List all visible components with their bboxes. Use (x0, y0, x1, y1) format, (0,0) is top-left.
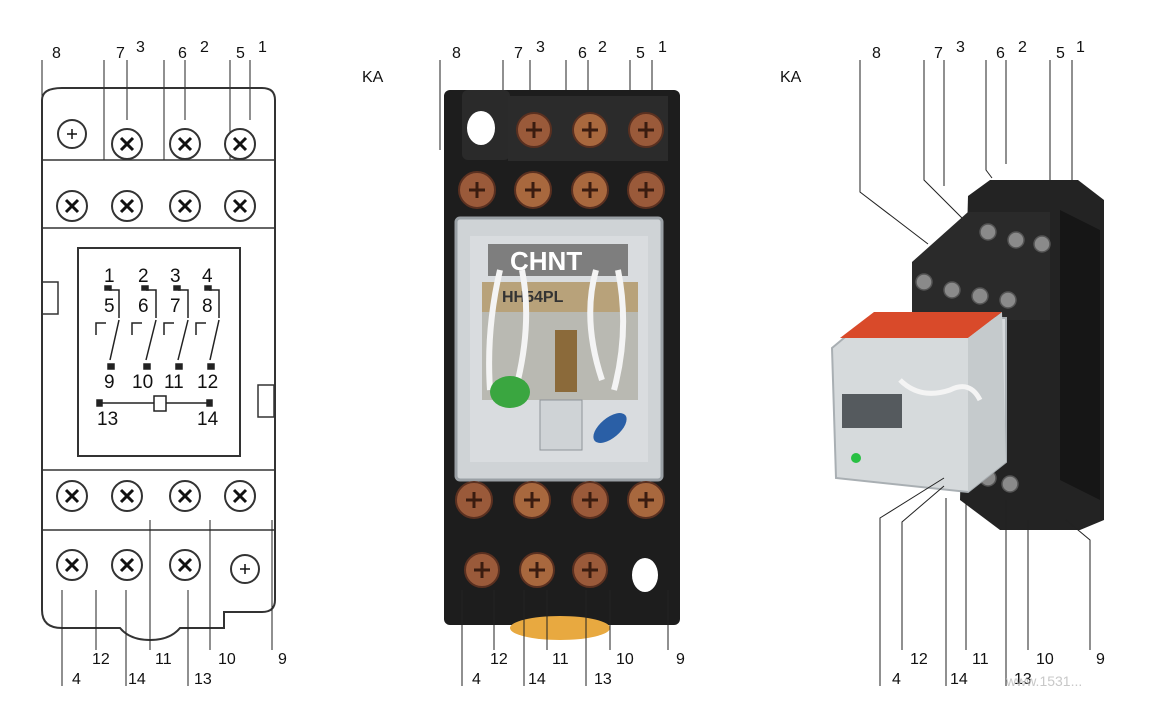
svg-text:14: 14 (528, 671, 546, 688)
svg-text:2: 2 (200, 39, 209, 56)
plus-marks (67, 129, 250, 574)
bottom-leader-lines (61, 520, 273, 686)
svg-text:14: 14 (950, 671, 968, 688)
svg-text:6: 6 (996, 45, 1005, 62)
svg-text:8: 8 (452, 45, 461, 62)
svg-text:4: 4 (892, 671, 901, 688)
right-top-labels: 8 7 3 6 2 5 1 (872, 39, 1085, 62)
svg-text:7: 7 (934, 45, 943, 62)
svg-text:1: 1 (258, 39, 267, 56)
middle-bottom-labels: 4 12 14 11 13 10 9 (472, 651, 685, 688)
svg-text:11: 11 (155, 651, 172, 668)
screw-crosses (64, 136, 248, 573)
svg-text:13: 13 (194, 671, 212, 688)
svg-text:9: 9 (676, 651, 685, 668)
socket-line-drawing: 1 2 3 4 5 6 7 8 9 10 11 12 13 14 8 (41, 39, 287, 688)
left-bottom-labels: 4 12 14 11 13 10 9 (72, 651, 287, 688)
svg-text:9: 9 (104, 372, 115, 393)
middle-title: KA (362, 69, 384, 86)
schematic-window (77, 247, 241, 457)
svg-text:14: 14 (197, 409, 219, 430)
svg-text:13: 13 (1014, 671, 1032, 688)
svg-text:6: 6 (578, 45, 587, 62)
svg-text:6: 6 (178, 45, 187, 62)
right-top-leader-lines (859, 60, 1073, 245)
left-top-labels: 8 7 3 6 2 5 1 (52, 39, 267, 62)
svg-text:1: 1 (1076, 39, 1085, 56)
svg-text:2: 2 (598, 39, 607, 56)
svg-text:4: 4 (202, 266, 213, 287)
svg-text:7: 7 (116, 45, 125, 62)
socket-outline (41, 87, 276, 642)
svg-text:3: 3 (136, 39, 145, 56)
svg-text:7: 7 (170, 296, 181, 317)
svg-text:11: 11 (164, 372, 184, 393)
terminal-screws (56, 119, 260, 584)
middle-bottom-screw-slots (466, 492, 654, 578)
svg-text:12: 12 (92, 651, 110, 668)
middle-top-screws (458, 112, 665, 209)
green-led (851, 453, 861, 463)
right-title: KA (780, 69, 802, 86)
svg-text:3: 3 (536, 39, 545, 56)
svg-text:13: 13 (97, 409, 118, 430)
svg-text:5: 5 (104, 296, 115, 317)
svg-text:7: 7 (514, 45, 523, 62)
svg-text:12: 12 (490, 651, 508, 668)
schematic-labels: 1 2 3 4 5 6 7 8 9 10 11 12 13 14 (97, 266, 219, 430)
svg-text:4: 4 (72, 671, 81, 688)
svg-text:12: 12 (197, 372, 218, 393)
right-bottom-labels: 4 12 14 11 13 10 9 (892, 651, 1105, 688)
svg-text:8: 8 (872, 45, 881, 62)
relay-model: HH54PL (502, 289, 564, 306)
svg-text:5: 5 (236, 45, 245, 62)
svg-text:3: 3 (956, 39, 965, 56)
svg-text:3: 3 (170, 266, 181, 287)
svg-text:1: 1 (658, 39, 667, 56)
svg-text:8: 8 (52, 45, 61, 62)
svg-text:11: 11 (552, 651, 569, 668)
socket-front-view: KA (362, 39, 685, 688)
middle-top-labels: 8 7 3 6 2 5 1 (452, 39, 667, 62)
right-bottom-leader-lines (879, 477, 1091, 686)
watermark: www.1531... (1005, 673, 1082, 689)
svg-text:1: 1 (104, 266, 115, 287)
middle-bottom-leader-lines (461, 590, 669, 686)
svg-text:5: 5 (636, 45, 645, 62)
socket-perspective-view: KA (780, 39, 1105, 689)
svg-text:10: 10 (1036, 651, 1054, 668)
svg-text:10: 10 (218, 651, 236, 668)
svg-text:2: 2 (1018, 39, 1027, 56)
svg-text:6: 6 (138, 296, 149, 317)
svg-text:13: 13 (594, 671, 612, 688)
svg-text:11: 11 (972, 651, 989, 668)
svg-text:12: 12 (910, 651, 928, 668)
green-indicator (490, 376, 530, 408)
svg-text:9: 9 (278, 651, 287, 668)
svg-text:8: 8 (202, 296, 213, 317)
contact-symbols (95, 285, 220, 412)
svg-text:10: 10 (616, 651, 634, 668)
svg-text:9: 9 (1096, 651, 1105, 668)
svg-text:10: 10 (132, 372, 153, 393)
middle-top-screw-slots (469, 122, 654, 198)
svg-text:4: 4 (472, 671, 481, 688)
svg-text:2: 2 (138, 266, 149, 287)
svg-text:5: 5 (1056, 45, 1065, 62)
svg-text:14: 14 (128, 671, 146, 688)
